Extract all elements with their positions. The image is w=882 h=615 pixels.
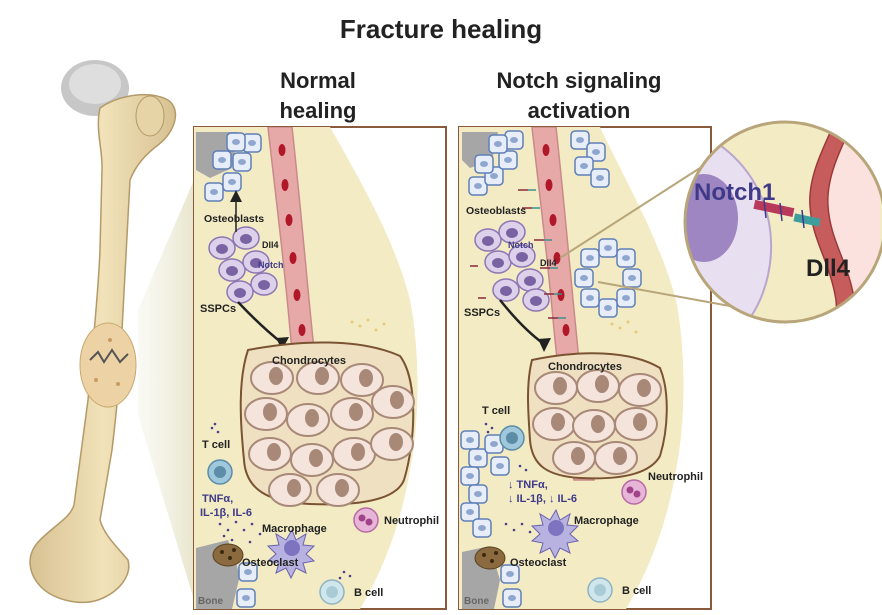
normal-dll4-label: Dll4 (262, 240, 279, 250)
notch-heading-line2: activation (528, 98, 631, 123)
normal-heading-line1: Normal (280, 68, 356, 93)
normal-cytokines-line1: TNFα, (202, 493, 233, 505)
notch-bcell-label: B cell (622, 585, 651, 597)
notch-cytokines-line2: ↓ IL-1β, ↓ IL-6 (508, 493, 577, 505)
notch-osteoclast-label: Osteoclast (510, 557, 567, 569)
notch-dll4-label: Dll4 (540, 258, 557, 268)
notch-activation-panel: Osteoblasts Notch Dll4 SSPCs Chondrocyte… (459, 127, 711, 609)
normal-bone-label: Bone (198, 596, 223, 607)
notch-tcell-label: T cell (482, 405, 510, 417)
notch-bone-label: Bone (464, 596, 489, 607)
notch-chondrocytes-label: Chondrocytes (548, 361, 622, 373)
normal-sspcs-label: SSPCs (200, 303, 236, 315)
notch-notch-label: Notch (508, 240, 534, 250)
normal-cytokines-line2: IL-1β, IL-6 (200, 507, 252, 519)
notch-heading-line1: Notch signaling (497, 68, 662, 93)
notch-cytokines-line1: ↓ TNFα, (508, 479, 548, 491)
notch-macrophage-label: Macrophage (574, 515, 639, 527)
zoom-dll4-label: Dll4 (806, 255, 851, 282)
fracture-callus (80, 323, 136, 407)
normal-osteoclast-label: Osteoclast (242, 557, 299, 569)
normal-notch-label: Notch (258, 260, 284, 270)
notch-sspcs-label: SSPCs (464, 307, 500, 319)
notch-neutrophil-label: Neutrophil (648, 471, 703, 483)
normal-tcell-label: T cell (202, 439, 230, 451)
normal-macrophage-label: Macrophage (262, 523, 327, 535)
figure-title: Fracture healing (340, 14, 542, 44)
normal-heading-line2: healing (279, 98, 356, 123)
normal-chondrocytes-label: Chondrocytes (272, 355, 346, 367)
normal-bcell-label: B cell (354, 587, 383, 599)
magnification-cone (138, 180, 194, 600)
normal-osteoblasts-label: Osteoblasts (204, 213, 264, 225)
normal-healing-panel: Osteoblasts Dll4 Notch SSPCs Chondrocyte… (194, 127, 446, 609)
notch-osteoblasts-label: Osteoblasts (466, 205, 526, 217)
zoom-notch1-label: Notch1 (694, 179, 775, 206)
normal-neutrophil-label: Neutrophil (384, 515, 439, 527)
